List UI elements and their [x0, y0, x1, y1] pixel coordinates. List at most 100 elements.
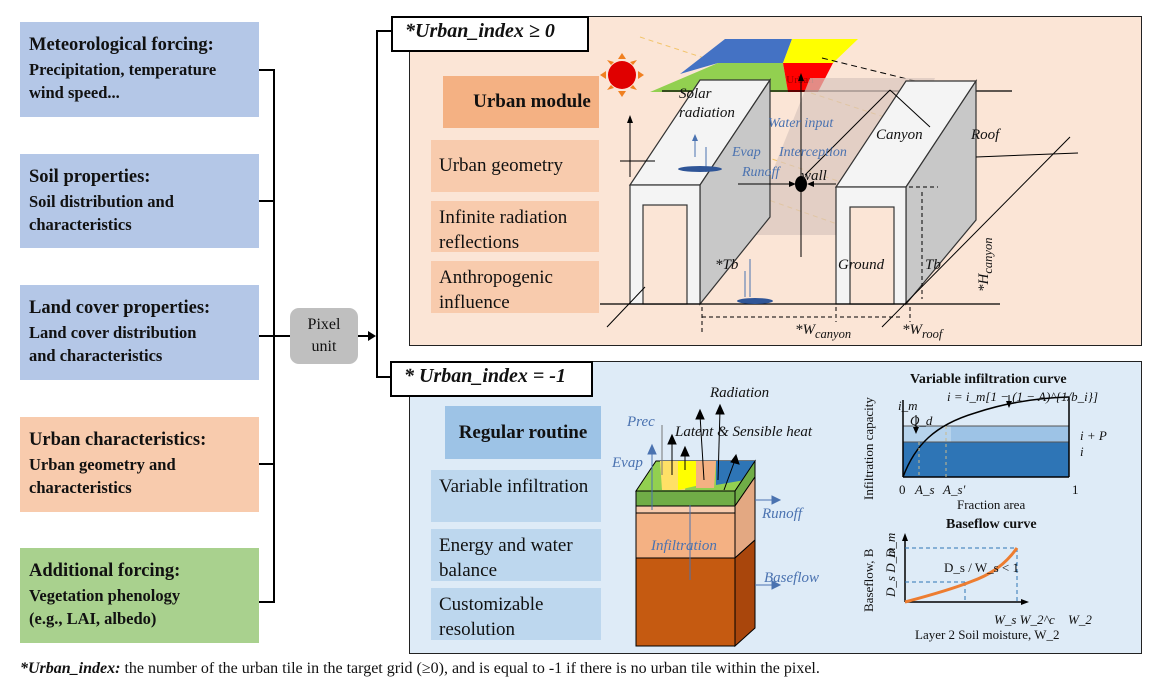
input-line: wind speed...: [29, 83, 120, 102]
tb-label-right: Tb: [925, 257, 941, 273]
input-urban-characteristics: Urban characteristics: Urban geometry an…: [20, 417, 259, 512]
branch-trunk: [376, 30, 378, 377]
h-canyon-symbol: *H: [976, 273, 992, 292]
dimension-lines: [701, 186, 938, 335]
input-title: Urban characteristics:: [29, 430, 207, 450]
infiltration-label: Infiltration: [651, 538, 717, 554]
dashed-leader: [821, 57, 961, 93]
runoff-label: Runoff: [742, 165, 780, 180]
infiltration-equation: i = i_m[1 − (1 − A)^{1/b_i}]: [947, 389, 1099, 404]
flux-arrows: [667, 403, 740, 491]
regular-feature: Energy and water balance: [431, 529, 601, 581]
w-roof-symbol: *W: [902, 322, 922, 338]
urban-canyon-illustration: Urban: [600, 36, 1079, 335]
connector-trunk: [273, 69, 275, 603]
connector: [259, 200, 275, 202]
pixel-unit-line: unit: [311, 338, 337, 355]
regular-routine-title: Regular routine: [445, 406, 601, 459]
solar-label: Solar: [679, 86, 712, 102]
baseflow-chart-ylabel: Baseflow, B: [861, 548, 876, 612]
urban-index-tag: *Urban_index ≥ 0: [391, 16, 589, 52]
urban-module-title: Urban module: [443, 76, 599, 128]
footnote-term: *Urban_index:: [20, 660, 121, 677]
connector: [259, 69, 275, 71]
evap-label: Evap: [612, 455, 643, 471]
y-marker-i-plus-p: i + P: [1080, 428, 1107, 443]
baseflow-chart: [902, 533, 1029, 605]
w-canyon-subscript: canyon: [815, 327, 852, 341]
urban-feature: Infinite radiation reflections: [431, 201, 599, 253]
footnote-caption: *Urban_index: the number of the urban ti…: [20, 660, 820, 678]
water-input-label: Water input: [768, 116, 834, 131]
regular-feature: Variable infiltration: [431, 470, 601, 522]
w-canyon-symbol: *W: [795, 322, 815, 338]
w-roof-label: *Wroof: [902, 322, 943, 342]
evap-label: Evap: [732, 145, 761, 160]
regular-feature: Customizable resolution: [431, 588, 601, 640]
input-line: Urban geometry and: [29, 455, 176, 474]
infiltration-base-area: [903, 442, 1069, 477]
x-tick-1: 1: [1072, 482, 1079, 497]
input-line: characteristics: [29, 478, 132, 497]
canyon-label: Canyon: [876, 127, 923, 143]
annotation-qd: Q_d: [910, 413, 933, 428]
canyon-node-icon: [795, 176, 807, 192]
infiltration-chart-title: Variable infiltration curve: [910, 372, 1067, 387]
pixel-unit-line: Pixel: [307, 316, 341, 333]
sun-icon: [600, 53, 644, 97]
input-meteorological-forcing: Meteorological forcing: Precipitation, t…: [20, 22, 259, 117]
y-marker-im: i_m: [898, 398, 918, 413]
baseflow-annotation: D_s / W_s < 1: [944, 560, 1019, 575]
h-canyon-label: *Hcanyon: [976, 238, 996, 292]
building-left: [628, 78, 772, 306]
radiation-label: radiation: [679, 105, 735, 121]
input-line: characteristics: [29, 215, 132, 234]
urban-feature: Urban geometry: [431, 140, 599, 192]
input-line: and characteristics: [29, 346, 163, 365]
x-tick-ws-w2c: W_s W_2^c: [994, 612, 1055, 627]
input-line: Soil distribution and: [29, 192, 174, 211]
infiltration-curve: [902, 396, 1070, 478]
input-additional-forcing: Additional forcing: Vegetation phenology…: [20, 548, 259, 643]
input-line: Land cover distribution: [29, 323, 197, 342]
x-tick-as-prime: A_s': [943, 482, 966, 497]
connector: [259, 463, 275, 465]
input-title: Meteorological forcing:: [29, 35, 214, 55]
input-land-cover-properties: Land cover properties: Land cover distri…: [20, 285, 259, 380]
baseflow-chart-title: Baseflow curve: [946, 517, 1037, 532]
urban-index-tag-negative: * Urban_index = -1: [390, 361, 593, 397]
pixel-unit-node: Pixel unit: [290, 308, 358, 364]
w-canyon-label: *Wcanyon: [795, 322, 852, 342]
interception-label: Interception: [779, 145, 847, 160]
arrow-up-icon: [627, 115, 633, 123]
tb-label-left: *Tb: [715, 257, 739, 273]
roof-label: Roof: [971, 127, 1000, 143]
baseflow-curve: [904, 547, 1019, 604]
infiltration-chart-ylabel: Infiltration capacity: [861, 397, 876, 500]
radiation-label: Radiation: [710, 385, 770, 401]
prec-label: Prec: [627, 414, 655, 430]
water-arrows: [647, 425, 782, 590]
input-line: (e.g., LAI, albedo): [29, 609, 157, 628]
footnote-text: the number of the urban tile in the targ…: [120, 660, 820, 677]
input-title: Soil properties:: [29, 167, 151, 187]
input-soil-properties: Soil properties: Soil distribution and c…: [20, 154, 259, 248]
x-tick-w2: W_2: [1068, 612, 1092, 627]
y-tick-dm: D_m: [883, 532, 898, 558]
w-roof-subscript: roof: [922, 327, 943, 341]
input-line: Vegetation phenology: [29, 586, 181, 605]
connector: [358, 335, 374, 337]
branch-to-urban: [376, 30, 392, 32]
runoff-label: Runoff: [762, 506, 802, 522]
infiltration-chart: [902, 395, 1070, 478]
connector: [259, 601, 275, 603]
ground-label: Ground: [838, 257, 885, 273]
baseflow-chart-xlabel: Layer 2 Soil moisture, W_2: [915, 627, 1060, 642]
latent-heat-label: Latent & Sensible heat: [675, 424, 813, 440]
soil-column-illustration: [635, 403, 782, 648]
input-title: Land cover properties:: [29, 298, 211, 318]
y-marker-i: i: [1080, 444, 1084, 459]
infiltration-chart-xlabel: Fraction area: [957, 497, 1026, 512]
input-title: Additional forcing:: [29, 561, 181, 581]
x-tick-0: 0: [899, 482, 906, 497]
